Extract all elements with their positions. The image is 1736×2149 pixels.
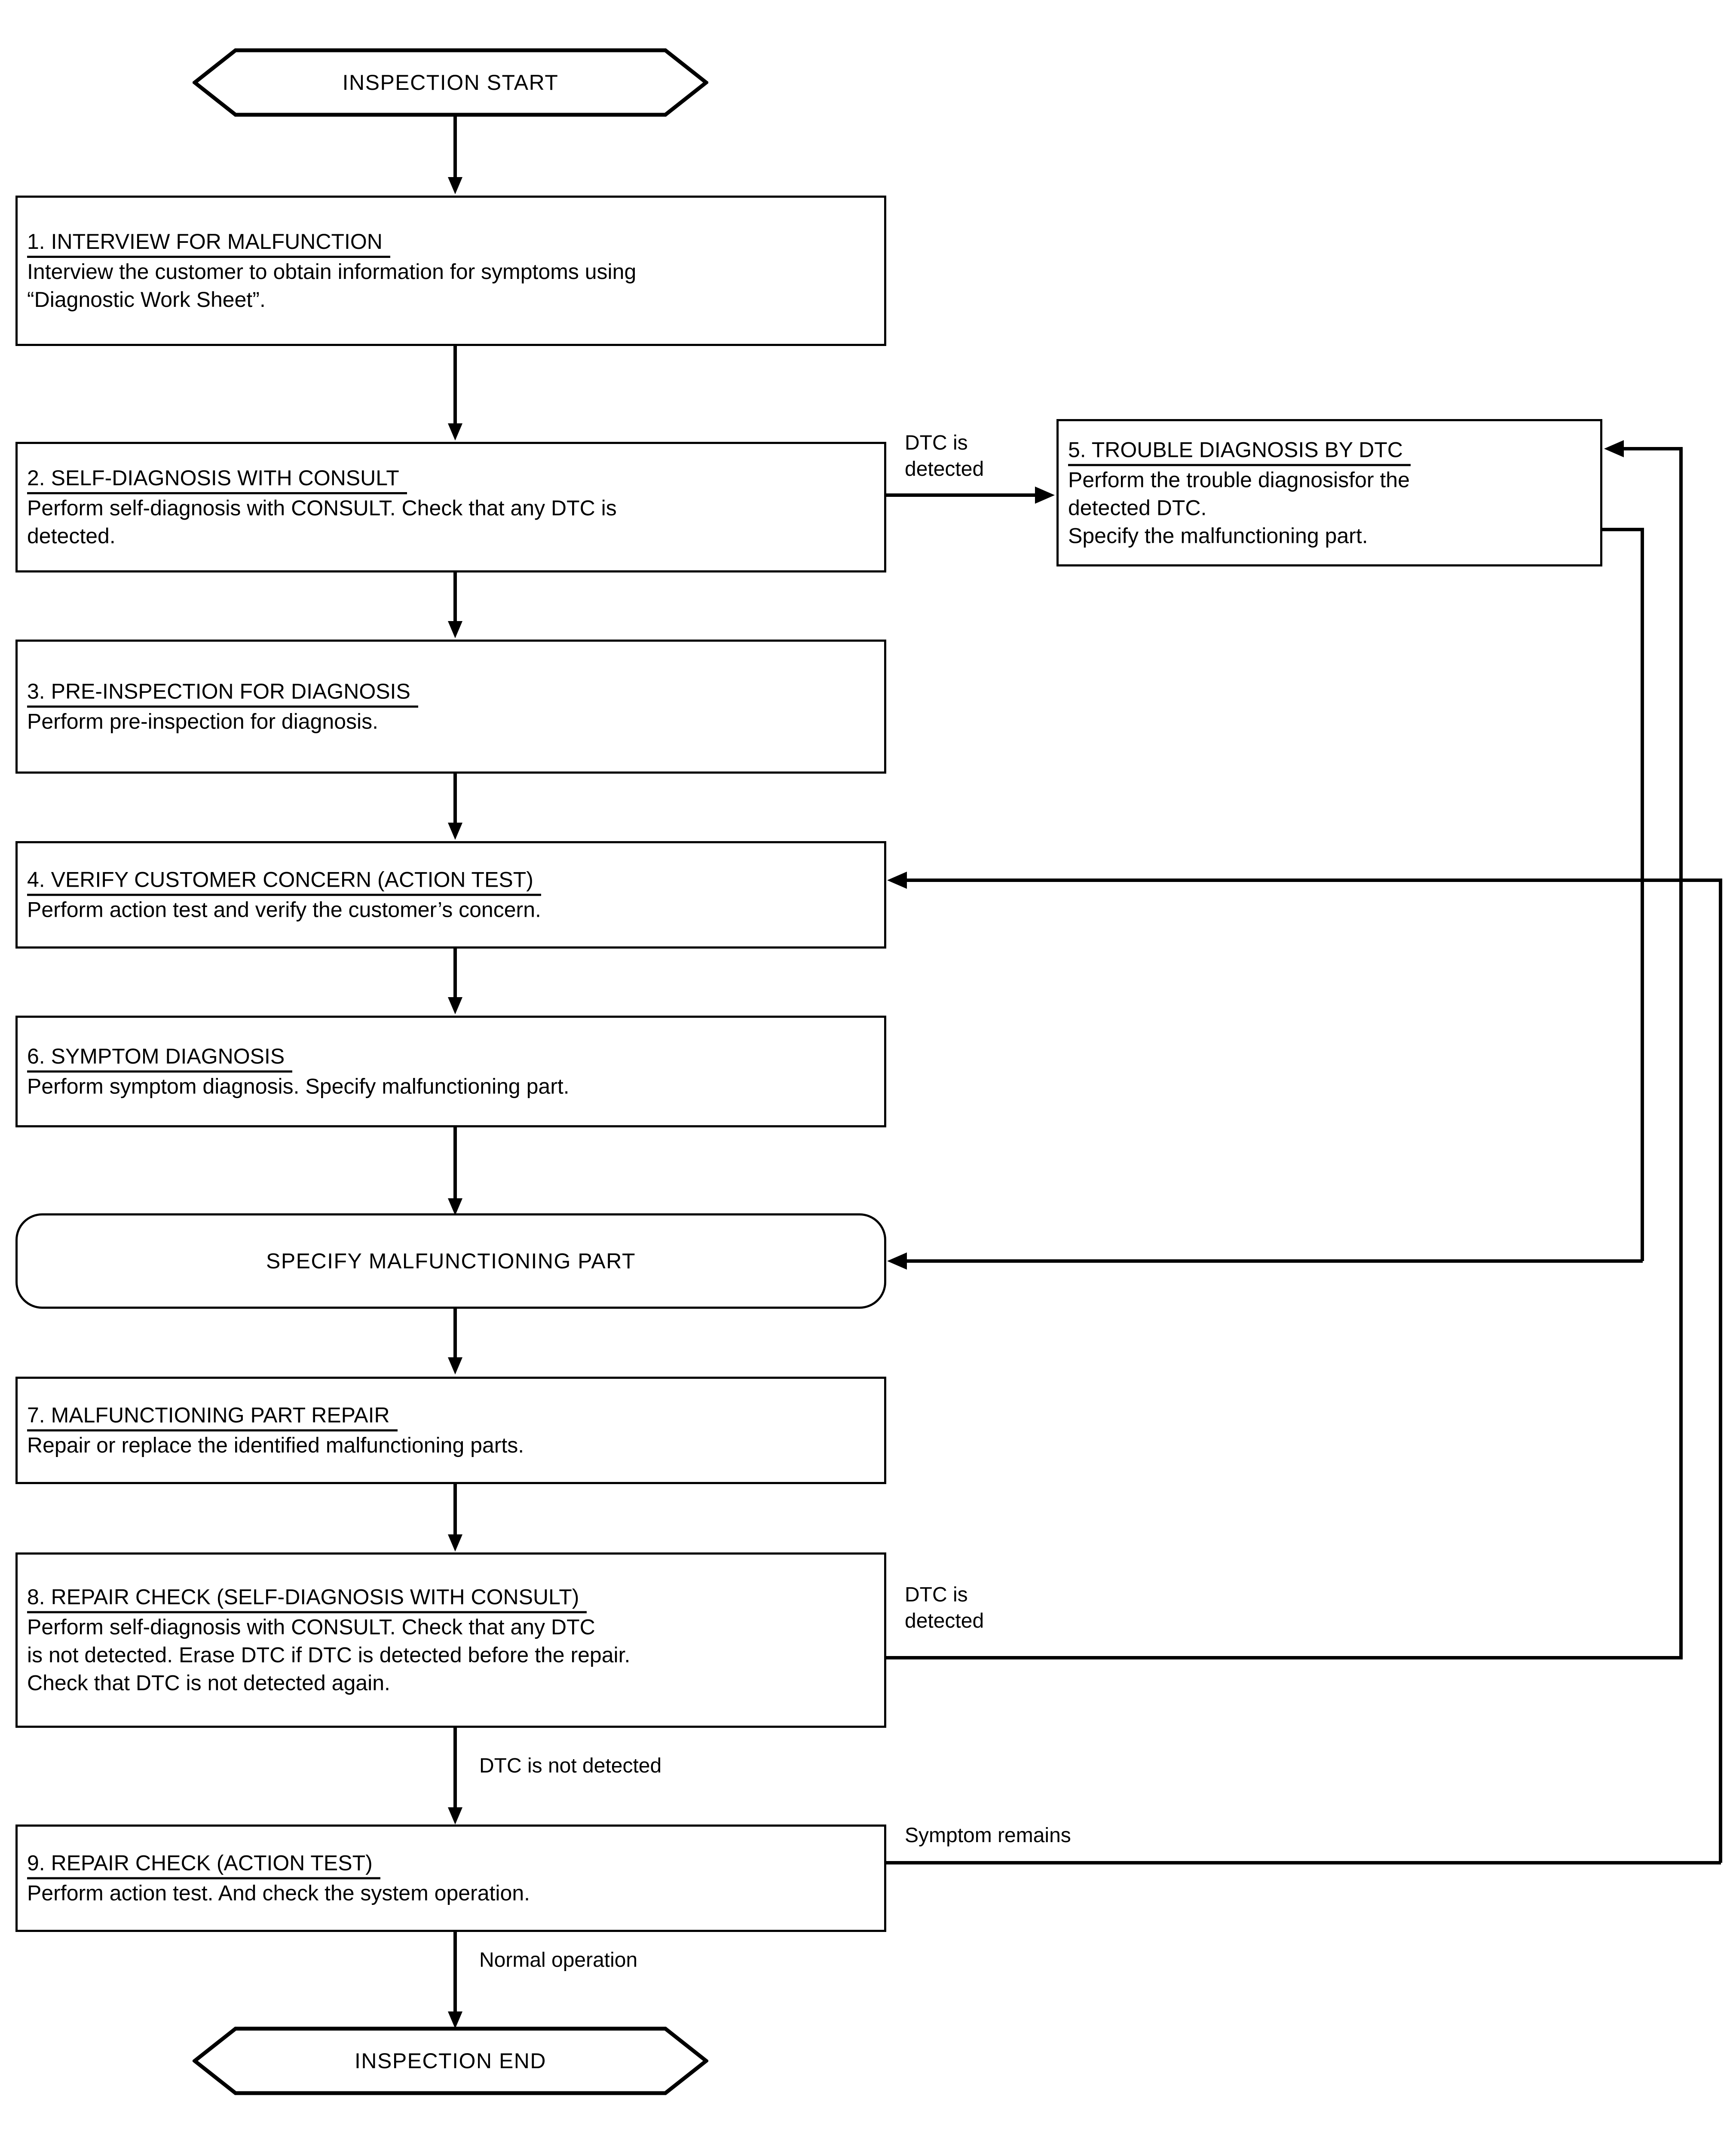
connector-s3-to-s4 [453, 774, 457, 824]
step-3-line-1: Perform pre-inspection for diagnosis. [27, 709, 379, 734]
connector-s5-to-specify [907, 1259, 1643, 1263]
step-6-heading: 6. SYMPTOM DIAGNOSIS [27, 1043, 293, 1073]
hexagon-shape [193, 48, 708, 117]
connector-s1-to-s2 [453, 346, 457, 424]
step-5-trouble-diagnosis-by-dtc[interactable]: 5. TROUBLE DIAGNOSIS BY DTC Perform the … [1056, 419, 1602, 566]
step-8-repair-check-self-diagnosis[interactable]: 8. REPAIR CHECK (SELF-DIAGNOSIS WITH CON… [15, 1552, 886, 1728]
step-7-malfunctioning-part-repair[interactable]: 7. MALFUNCTIONING PART REPAIR Repair or … [15, 1377, 886, 1484]
connector-rail-to-s5-top [1624, 447, 1681, 450]
step-4-verify-customer-concern[interactable]: 4. VERIFY CUSTOMER CONCERN (ACTION TEST)… [15, 841, 886, 949]
step-9-heading: 9. REPAIR CHECK (ACTION TEST) [27, 1849, 380, 1880]
edge-label-symptom-remains: Symptom remains [905, 1824, 1071, 1847]
specify-malfunctioning-part-node[interactable]: SPECIFY MALFUNCTIONING PART [15, 1213, 886, 1309]
edge-label-dtc-not-detected: DTC is not detected [479, 1754, 662, 1777]
step-6-line-1: Perform symptom diagnosis. Specify malfu… [27, 1074, 569, 1099]
step-2-line-2: detected. [27, 524, 116, 548]
step-1-line-2: “Diagnostic Work Sheet”. [27, 288, 266, 312]
start-label: INSPECTION START [342, 70, 559, 95]
step-6-symptom-diagnosis[interactable]: 6. SYMPTOM DIAGNOSIS Perform symptom dia… [15, 1016, 886, 1127]
connector-s7-to-s8 [453, 1484, 457, 1537]
step-1-interview-for-malfunction[interactable]: 1. INTERVIEW FOR MALFUNCTION Interview t… [15, 196, 886, 346]
edge-label-dtc-detected-from-s2: DTC is detected [905, 432, 984, 481]
step-1-heading: 1. INTERVIEW FOR MALFUNCTION [27, 228, 390, 258]
terminator-inspection-start: INSPECTION START [193, 48, 708, 117]
step-2-self-diagnosis-with-consult[interactable]: 2. SELF-DIAGNOSIS WITH CONSULT Perform s… [15, 442, 886, 572]
arrowhead-to-s6 [448, 997, 462, 1014]
connector-s4-to-s6 [453, 949, 457, 999]
connector-specify-to-s7 [453, 1309, 457, 1359]
connector-s6-to-specify [453, 1127, 457, 1200]
step-9-line-1: Perform action test. And check the syste… [27, 1881, 530, 1905]
connector-feedback-to-s4 [907, 879, 1721, 882]
step-9-repair-check-action-test[interactable]: 9. REPAIR CHECK (ACTION TEST) Perform ac… [15, 1825, 886, 1932]
hexagon-shape-end [193, 2027, 708, 2095]
connector-symptom-rail [1719, 879, 1722, 1863]
arrowhead-to-s2 [448, 423, 462, 441]
arrowhead-to-s5-from-s8 [1604, 440, 1624, 457]
step-7-line-1: Repair or replace the identified malfunc… [27, 1433, 524, 1457]
arrowhead-to-specify [448, 1198, 462, 1215]
edge-label-dtc-detected-from-s8: DTC is detected [905, 1583, 984, 1633]
arrowhead-to-s1 [448, 177, 462, 194]
step-5-heading: 5. TROUBLE DIAGNOSIS BY DTC [1068, 436, 1411, 466]
connector-s8-branch-horizontal [886, 1656, 1683, 1659]
arrowhead-to-s9 [448, 1807, 462, 1825]
terminator-inspection-end: INSPECTION END [193, 2027, 708, 2095]
arrowhead-to-s5 [1035, 487, 1055, 504]
step-3-pre-inspection-for-diagnosis[interactable]: 3. PRE-INSPECTION FOR DIAGNOSIS Perform … [15, 640, 886, 774]
arrowhead-to-s4-feedback [887, 872, 907, 889]
step-4-line-1: Perform action test and verify the custo… [27, 897, 541, 922]
step-7-heading: 7. MALFUNCTIONING PART REPAIR [27, 1402, 398, 1432]
step-5-line-1: Perform the trouble diagnosisfor the [1068, 468, 1410, 492]
step-5-line-3: Specify the malfunctioning part. [1068, 523, 1368, 548]
step-5-line-2: detected DTC. [1068, 496, 1207, 520]
step-8-line-3: Check that DTC is not detected again. [27, 1671, 390, 1695]
edge-label-normal-operation: Normal operation [479, 1949, 638, 1971]
step-3-heading: 3. PRE-INSPECTION FOR DIAGNOSIS [27, 678, 418, 708]
arrowhead-to-s3 [448, 621, 462, 638]
connector-s8-to-s9 [453, 1728, 457, 1810]
specify-malfunctioning-part-label: SPECIFY MALFUNCTIONING PART [266, 1249, 636, 1273]
arrowhead-to-s4 [448, 823, 462, 840]
arrowhead-to-end [448, 2011, 462, 2029]
step-8-heading: 8. REPAIR CHECK (SELF-DIAGNOSIS WITH CON… [27, 1583, 587, 1613]
arrowhead-to-specify-feedback [887, 1252, 907, 1270]
connector-s9-to-end [453, 1932, 457, 2014]
connector-s8-branch-vertical-rail [1679, 447, 1683, 1658]
step-8-line-2: is not detected. Erase DTC if DTC is det… [27, 1643, 631, 1667]
connector-start-to-s1 [453, 115, 457, 181]
arrowhead-to-s7 [448, 1357, 462, 1375]
step-8-line-1: Perform self-diagnosis with CONSULT. Che… [27, 1615, 595, 1639]
arrowhead-to-s8 [448, 1534, 462, 1552]
connector-s2-to-s5 [886, 493, 1037, 497]
step-1-line-1: Interview the customer to obtain informa… [27, 260, 637, 284]
step-2-line-1: Perform self-diagnosis with CONSULT. Che… [27, 496, 617, 520]
connector-s2-to-s3 [453, 572, 457, 622]
connector-s9-symptom-horizontal [886, 1861, 1721, 1864]
step-4-heading: 4. VERIFY CUSTOMER CONCERN (ACTION TEST) [27, 866, 541, 896]
connector-s5-exit-horizontal [1602, 528, 1643, 531]
end-label: INSPECTION END [354, 2049, 547, 2073]
connector-s5-exit-rail [1641, 528, 1644, 1261]
step-2-heading: 2. SELF-DIAGNOSIS WITH CONSULT [27, 464, 407, 494]
